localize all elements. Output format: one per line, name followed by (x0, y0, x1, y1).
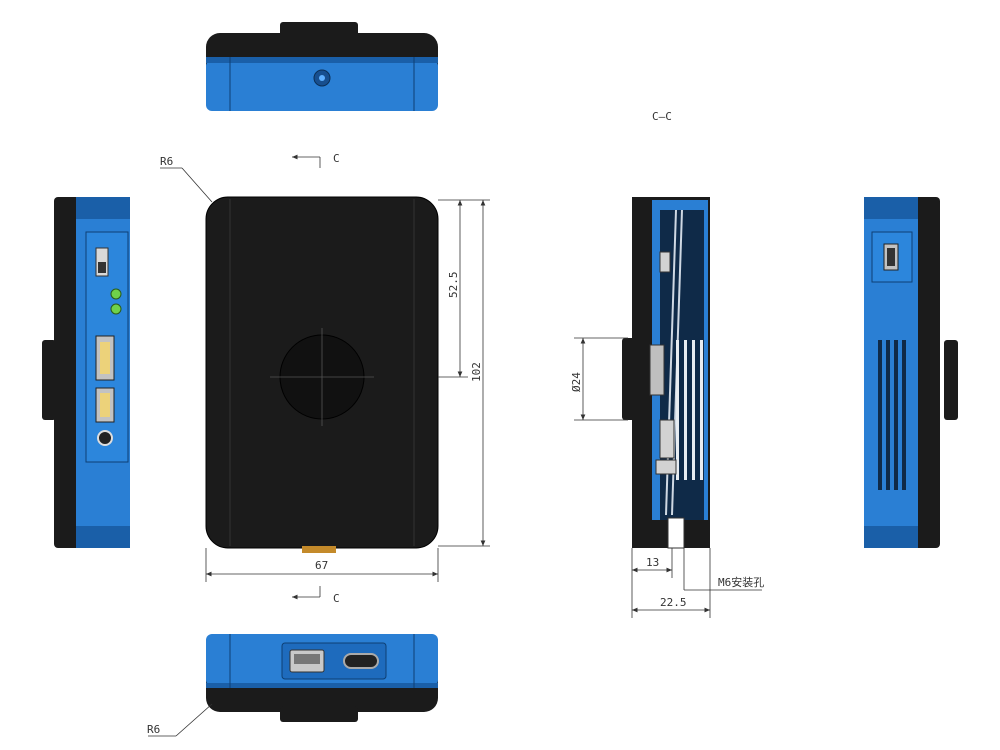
section-title: C—C (652, 110, 672, 123)
dim-label-22-5: 22.5 (660, 596, 687, 609)
dim-label-diameter: Ø24 (570, 372, 583, 392)
bottom-view (206, 634, 438, 722)
top-view (206, 22, 438, 111)
left-side-view (42, 197, 130, 548)
section-arrow-top: C (292, 152, 340, 168)
section-label-top: C (333, 152, 340, 165)
dimension-52-5: 52.5 (438, 199, 468, 378)
dimension-depth: 13 22.5 M6安装孔 (631, 548, 764, 618)
dimension-67: 67 (205, 548, 439, 582)
power-jack-icon (97, 430, 113, 446)
dim-label-13: 13 (646, 556, 659, 569)
r6-label-bottom: R6 (147, 723, 160, 736)
r6-label-top: R6 (160, 155, 173, 168)
section-view (622, 197, 710, 549)
radius-callout-top: R6 (160, 155, 213, 203)
section-label-bottom: C (333, 592, 340, 605)
section-arrow-bottom: C (292, 586, 340, 605)
led-icon (110, 288, 122, 300)
dimension-102: 102 (438, 199, 490, 547)
dim-label-52-5: 52.5 (447, 272, 460, 299)
dimension-diameter: Ø24 (570, 337, 628, 421)
dim-label-102: 102 (470, 362, 483, 382)
right-side-view (864, 197, 958, 548)
dim-label-67: 67 (315, 559, 328, 572)
radius-callout-bottom: R6 (147, 703, 213, 737)
usb-c-port-icon (343, 653, 379, 669)
front-view (205, 196, 439, 553)
hole-note: M6安装孔 (718, 575, 764, 589)
led-icon (110, 303, 122, 315)
